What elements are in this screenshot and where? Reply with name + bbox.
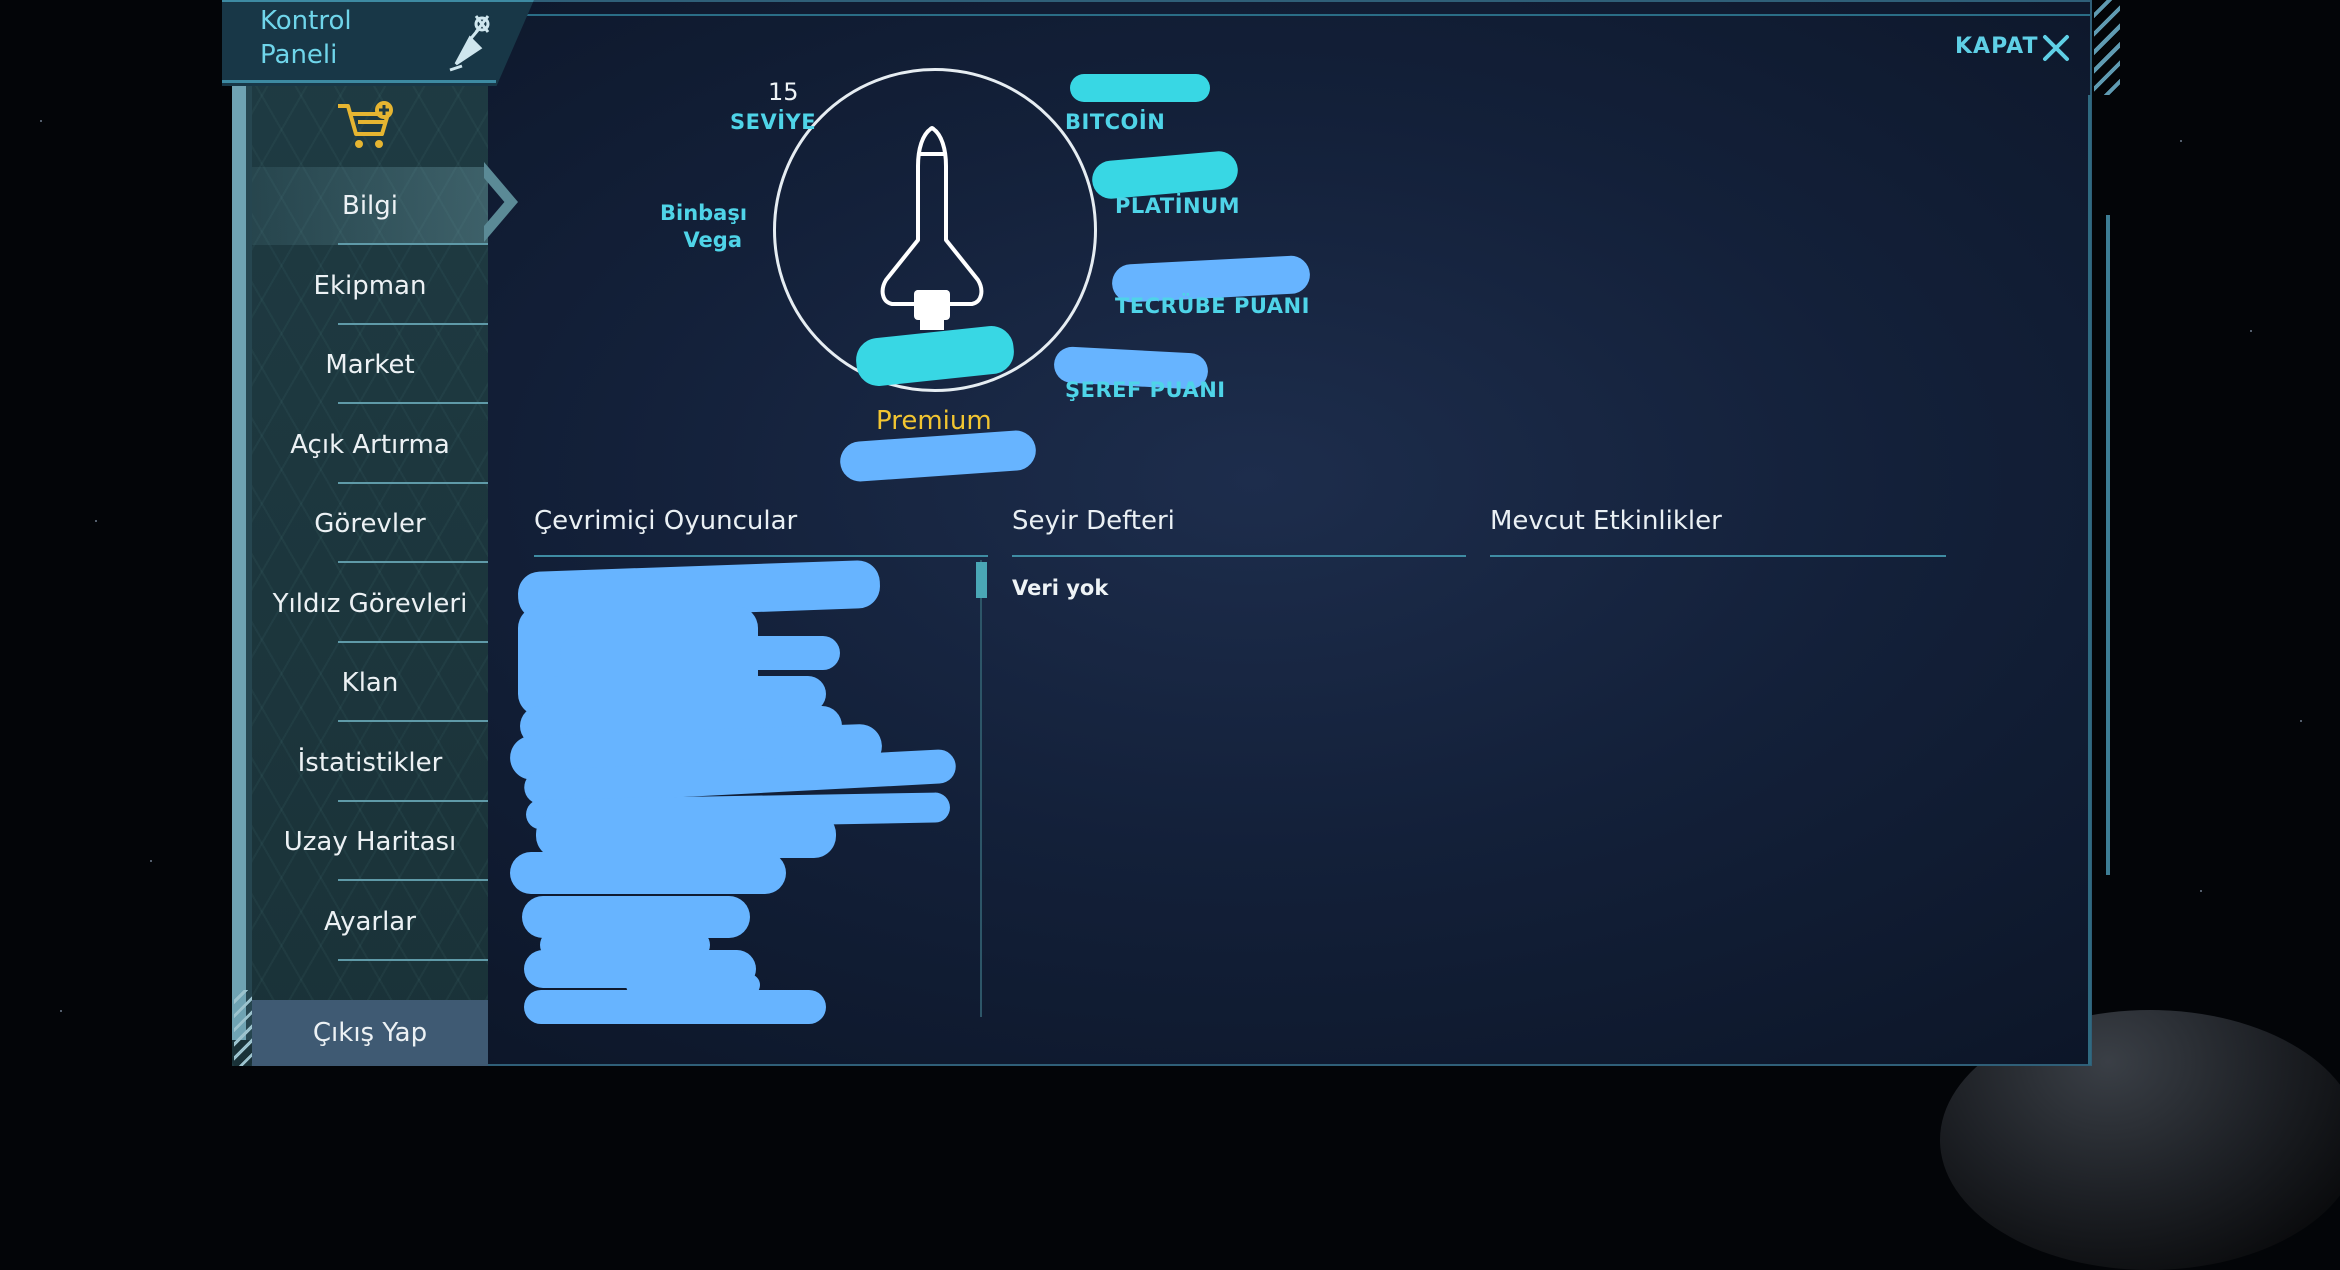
sidebar-item-label: Uzay Haritası: [283, 827, 457, 857]
logbook-empty-text: Veri yok: [1012, 576, 1109, 600]
redacted-player-entry: [560, 636, 840, 670]
sidebar-item-label: Market: [325, 350, 415, 380]
sidebar-item-istatistikler[interactable]: İstatistikler: [252, 724, 488, 802]
logout-button[interactable]: Çıkış Yap: [252, 1000, 488, 1066]
sidebar-item-label: Açık Artırma: [290, 430, 450, 460]
logbook-divider: [1012, 555, 1466, 557]
redacted-player-entry: [536, 812, 836, 858]
events-title: Mevcut Etkinlikler: [1490, 506, 1722, 536]
cart-plus-icon[interactable]: [336, 100, 396, 152]
sidebar-item-klan[interactable]: Klan: [252, 644, 488, 722]
right-rail: [2088, 0, 2124, 1066]
rail-bar: [2088, 95, 2091, 1065]
sidebar-item-ayarlar[interactable]: Ayarlar: [252, 883, 488, 961]
rail-stripes: [2094, 0, 2120, 95]
redacted-player-entry: [510, 852, 786, 894]
space-shuttle-icon: [880, 126, 984, 330]
sidebar-item-label: İstatistikler: [297, 748, 443, 778]
sidebar-item-gorevler[interactable]: Görevler: [252, 485, 488, 563]
sidebar-edge: [232, 40, 246, 1040]
events-divider: [1490, 555, 1946, 557]
starfield: [40, 120, 2302, 1012]
sidebar-item-label: Yıldız Görevleri: [272, 589, 468, 619]
membership-badge: Premium: [876, 406, 992, 436]
panel-title: Kontrol Paneli: [260, 6, 352, 70]
sidebar-item-label: Görevler: [314, 509, 426, 539]
close-icon[interactable]: [2040, 32, 2072, 64]
sidebar-item-market[interactable]: Market: [252, 326, 488, 404]
redacted-player-entry: [524, 990, 826, 1024]
redacted-bitcoin-value: [1070, 74, 1210, 102]
sidebar-item-label: Bilgi: [341, 191, 398, 221]
platinum-label: PLATİNUM: [1115, 194, 1241, 218]
close-label[interactable]: KAPAT: [1955, 34, 2039, 59]
online-list-scrollbar[interactable]: [980, 560, 982, 1017]
sidebar-item-yildiz-gorevleri[interactable]: Yıldız Görevleri: [252, 565, 488, 643]
logbook-title: Seyir Defteri: [1012, 506, 1175, 536]
online-players-divider: [534, 555, 988, 557]
sidebar-stripes: [234, 990, 252, 1066]
online-players-title: Çevrimiçi Oyuncular: [534, 506, 798, 536]
online-list-scroll-thumb[interactable]: [976, 562, 987, 598]
sidebar-item-acik-artirma[interactable]: Açık Artırma: [252, 406, 488, 484]
sidebar-item-uzay-haritasi[interactable]: Uzay Haritası: [252, 803, 488, 881]
sidebar-item-label: Ekipman: [313, 271, 427, 301]
panel-scrollbar[interactable]: [2106, 215, 2110, 875]
header-underline: [222, 80, 496, 83]
sidebar-item-ekipman[interactable]: Ekipman: [252, 247, 488, 325]
rocket-satellite-icon: [449, 15, 490, 72]
level-label: SEVİYE: [730, 110, 817, 134]
header-tab: [222, 0, 534, 86]
sidebar: [232, 0, 488, 1066]
sidebar-edge-shadow: [246, 40, 252, 1040]
avatar-frame: [773, 68, 1097, 392]
sidebar-item-label: Ayarlar: [324, 907, 416, 937]
level-value: 15: [768, 78, 799, 106]
panel-top-border: [520, 14, 2090, 16]
honor-label: ŞEREF PUANI: [1065, 378, 1226, 402]
sidebar-item-bilgi[interactable]: Bilgi: [252, 167, 488, 245]
xp-label: TECRÜBE PUANI: [1115, 294, 1310, 318]
bitcoin-label: BITCOİN: [1065, 110, 1166, 134]
sidebar-item-label: Klan: [341, 668, 399, 698]
rank-name: Binbaşı Vega: [660, 201, 748, 252]
